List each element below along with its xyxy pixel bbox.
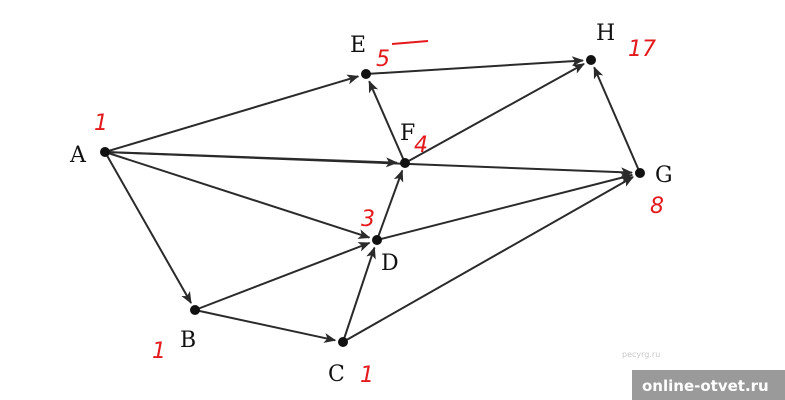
annotation-b: 1 xyxy=(152,339,166,364)
node-label-a: A xyxy=(69,143,87,168)
node-a xyxy=(100,147,110,157)
annotation-f: 4 xyxy=(414,133,428,158)
node-label-d: D xyxy=(381,251,399,276)
label-layer: A B C D E F G H xyxy=(69,21,673,387)
edge-a-d xyxy=(104,151,371,239)
edge-layer xyxy=(104,56,641,343)
edge-b-c xyxy=(194,309,337,343)
watermark-site-text: online-otvet.ru xyxy=(642,377,769,395)
annotation-dash xyxy=(391,40,429,45)
node-b xyxy=(190,305,200,315)
node-g xyxy=(635,168,645,178)
node-e xyxy=(361,69,371,79)
edge-d-g xyxy=(376,172,634,241)
annotation-g: 8 xyxy=(650,194,664,219)
edge-f-e xyxy=(368,80,406,164)
edge-a-b xyxy=(104,151,192,304)
node-f xyxy=(400,158,410,168)
edge-c-g xyxy=(342,176,634,343)
edge-a-e xyxy=(104,74,360,153)
node-label-g: G xyxy=(655,163,673,188)
edge-f-h xyxy=(404,63,585,164)
node-label-b: B xyxy=(180,328,196,353)
edge-a-g xyxy=(104,151,634,178)
node-label-h: H xyxy=(596,21,615,46)
annotation-d: 3 xyxy=(361,207,375,232)
annotation-c: 1 xyxy=(360,363,374,388)
annotation-h: 17 xyxy=(628,37,656,62)
node-h xyxy=(586,55,596,65)
annotation-layer: 1 1 1 3 5 4 8 17 xyxy=(94,37,664,388)
node-c xyxy=(338,337,348,347)
edge-g-h xyxy=(593,66,641,174)
annotation-a: 1 xyxy=(94,111,108,136)
node-d xyxy=(372,235,382,245)
node-label-e: E xyxy=(350,33,366,58)
watermark-small-text: pecyrg.ru xyxy=(622,350,660,359)
node-label-c: C xyxy=(328,362,345,387)
watermark-background xyxy=(632,370,785,400)
node-label-f: F xyxy=(400,121,415,146)
node-layer xyxy=(100,55,645,347)
edge-c-d xyxy=(342,246,376,343)
edge-d-f xyxy=(376,169,404,241)
edge-b-d xyxy=(194,241,371,311)
edge-e-h xyxy=(365,56,585,75)
annotation-e: 5 xyxy=(376,47,390,72)
